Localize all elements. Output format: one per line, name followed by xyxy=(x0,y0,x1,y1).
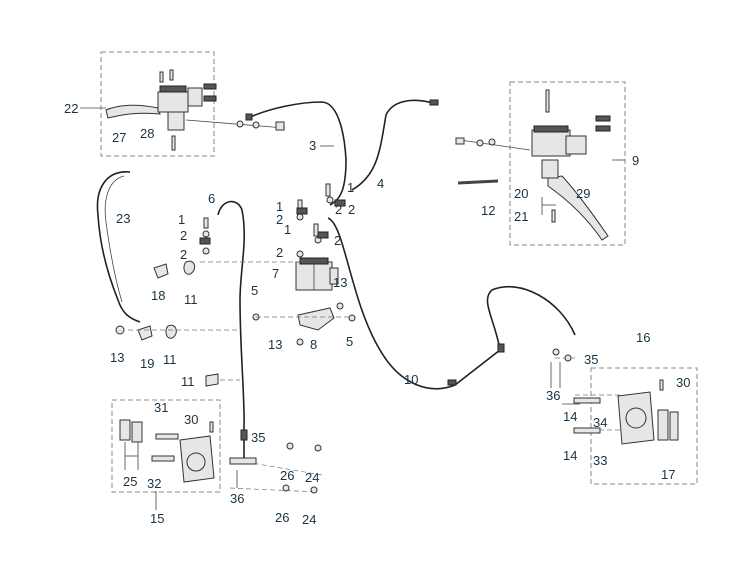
hose-6 xyxy=(217,200,246,460)
callout-1-d: 1 xyxy=(347,180,354,195)
hose-3 xyxy=(247,101,347,206)
callout-26-a: 26 xyxy=(280,468,294,483)
hose-10 xyxy=(327,217,576,390)
callout-19: 19 xyxy=(140,356,154,371)
callout-13-a: 13 xyxy=(333,275,347,290)
callout-24-b: 24 xyxy=(302,512,316,527)
callout-2-g: 2 xyxy=(335,202,342,217)
middle-bolts xyxy=(199,183,356,346)
callout-8: 8 xyxy=(310,337,317,352)
hose-4 xyxy=(351,99,437,191)
callout-11-c: 11 xyxy=(181,374,195,389)
callout-4: 4 xyxy=(377,176,384,191)
callout-5-b: 5 xyxy=(346,334,353,349)
callout-30-b: 30 xyxy=(184,412,198,427)
callout-2-b: 2 xyxy=(180,247,187,262)
callout-36-a: 36 xyxy=(546,388,560,403)
fitting xyxy=(240,429,248,441)
callout-26-b: 26 xyxy=(275,510,289,525)
callout-32: 32 xyxy=(147,476,161,491)
push-rod xyxy=(457,179,499,185)
callout-2-e: 2 xyxy=(334,233,341,248)
fitting xyxy=(447,379,457,386)
callout-31: 31 xyxy=(154,400,168,415)
callout-36-b: 36 xyxy=(230,491,244,506)
callout-2-d: 2 xyxy=(348,202,355,217)
callout-1-b: 1 xyxy=(276,199,283,214)
callout-24-a: 24 xyxy=(305,470,319,485)
left-master-cylinder-box xyxy=(100,51,215,157)
callout-34: 34 xyxy=(593,415,607,430)
callout-11-b: 11 xyxy=(163,352,177,367)
callout-2-c: 2 xyxy=(276,212,283,227)
callout-20: 20 xyxy=(514,186,528,201)
leader-lines xyxy=(128,261,620,493)
callout-29: 29 xyxy=(576,186,590,201)
callout-28: 28 xyxy=(140,126,154,141)
fitting xyxy=(429,99,439,106)
callout-11-a: 11 xyxy=(184,292,198,307)
right-master-cylinder xyxy=(455,89,611,241)
right-master-cylinder-box xyxy=(509,81,626,246)
callout-7: 7 xyxy=(272,266,279,281)
callout-13-c: 13 xyxy=(110,350,124,365)
callout-27: 27 xyxy=(112,130,126,145)
callout-12: 12 xyxy=(481,203,495,218)
abs-bracket xyxy=(297,307,335,331)
callout-2-f: 2 xyxy=(276,245,283,260)
callout-30-a: 30 xyxy=(676,375,690,390)
callout-10: 10 xyxy=(404,372,418,387)
hose-23-inner xyxy=(104,175,125,303)
callout-35-b: 35 xyxy=(251,430,265,445)
right-caliper xyxy=(552,348,679,445)
callout-lines xyxy=(80,107,625,510)
left-caliper xyxy=(119,419,322,494)
callout-21: 21 xyxy=(514,209,528,224)
hose-clips xyxy=(115,260,219,387)
callout-9: 9 xyxy=(632,153,639,168)
left-caliper-box xyxy=(111,399,221,493)
callout-18: 18 xyxy=(151,288,165,303)
callout-25: 25 xyxy=(123,474,137,489)
callout-5-a: 5 xyxy=(251,283,258,298)
callout-14-b: 14 xyxy=(563,448,577,463)
callout-33: 33 xyxy=(593,453,607,468)
callout-labels: 22 27 28 3 4 9 20 29 21 12 23 6 1 2 2 1 … xyxy=(64,101,690,527)
fitting xyxy=(245,113,253,121)
callout-17: 17 xyxy=(661,467,675,482)
fitting xyxy=(497,343,505,353)
callout-22: 22 xyxy=(64,101,78,116)
callout-14-a: 14 xyxy=(563,409,577,424)
left-master-cylinder xyxy=(105,69,286,151)
callout-35-a: 35 xyxy=(584,352,598,367)
callout-16: 16 xyxy=(636,330,650,345)
callout-23: 23 xyxy=(116,211,130,226)
callout-13-b: 13 xyxy=(268,337,282,352)
callout-1-c: 1 xyxy=(284,222,291,237)
callout-3: 3 xyxy=(309,138,316,153)
abs-modulator xyxy=(295,257,339,291)
callout-2-a: 2 xyxy=(180,228,187,243)
hose-23 xyxy=(96,171,141,323)
callout-15: 15 xyxy=(150,511,164,526)
right-caliper-box xyxy=(590,367,698,485)
callout-1-a: 1 xyxy=(178,212,185,227)
callout-6: 6 xyxy=(208,191,215,206)
